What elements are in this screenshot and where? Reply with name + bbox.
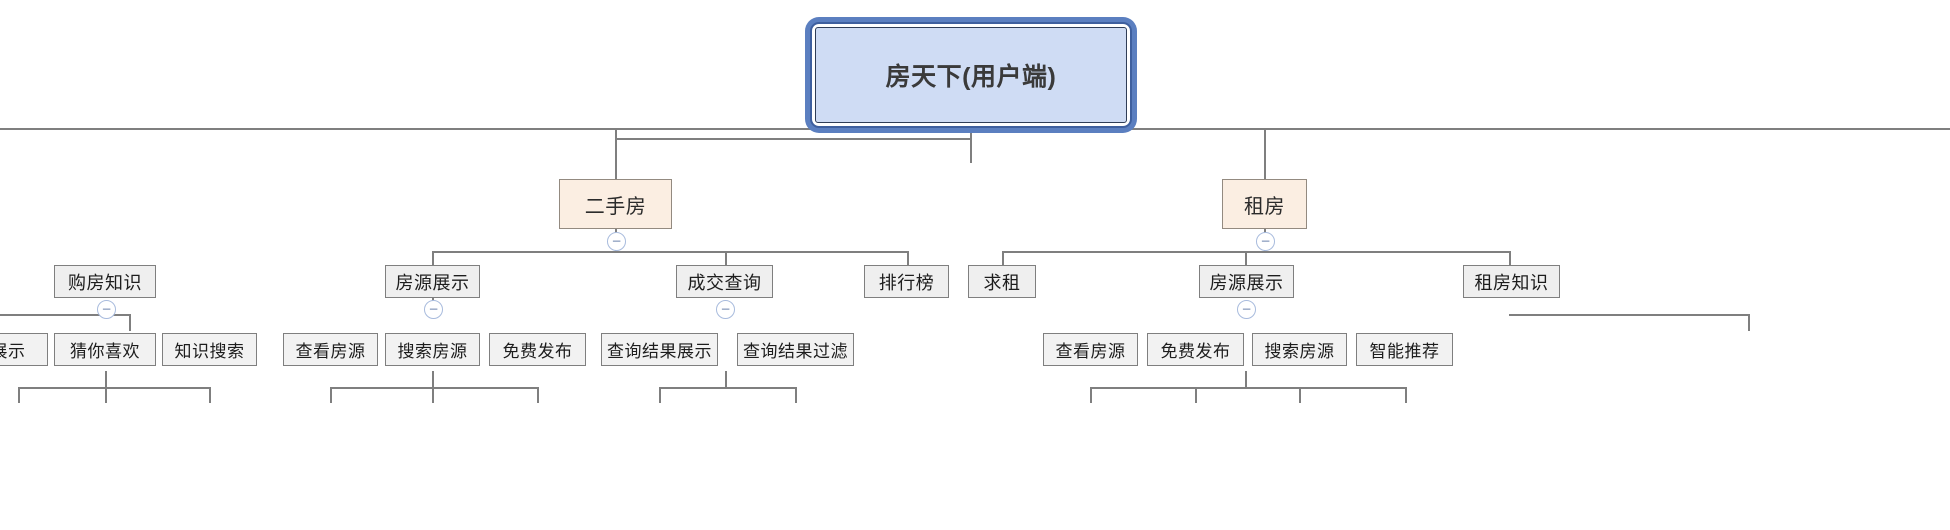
connector-chengjiao-stem [725,371,727,388]
node-qiuzu[interactable]: 求租 [968,265,1036,298]
node-goufangzhishi-label: 购房知识 [68,272,142,293]
toggle-zufang[interactable]: − [1256,232,1275,251]
connector-root-elbow [615,138,971,140]
connector-to-zufang [1264,128,1266,180]
connector-fangyuan1-down [432,371,434,388]
connector-leaf-sousuofangyuan-2 [1299,387,1301,403]
leaf-sousuofangyuan-ershoufang[interactable]: 搜索房源 [385,333,480,366]
minus-icon: − [720,301,731,316]
connector-leaf-mianfeifabu-1 [537,387,539,403]
connector-to-qiuzu [1002,251,1004,266]
leaf-chakanfangyuan-ershoufang[interactable]: 查看房源 [283,333,378,366]
connector-root-stem [970,127,972,163]
connector-to-ershoufang [615,128,617,180]
leaf-chaxunjieguozhanshi-label: 查询结果展示 [607,342,712,361]
node-zufang[interactable]: 租房 [1222,179,1307,229]
leaf-cainixihuan-label: 猜你喜欢 [70,342,140,361]
connector-to-fangyuanzhanshi-2 [1245,251,1247,266]
toggle-goufangzhishi[interactable]: − [97,300,116,319]
connector-leaf-zhishisousuo [209,387,211,403]
connector-leaf-mianfeifabu-2 [1195,387,1197,403]
leaf-chakanfangyuan-1-label: 查看房源 [295,342,366,361]
connector-to-paihangbang [907,251,909,266]
root-node[interactable]: 房天下(用户端) [810,22,1132,128]
connector-leaf-chaxunjieguoguolv [795,387,797,403]
leaf-zhishisousuo-label: 知识搜索 [174,342,245,361]
leaf-mianfeifabu-zufang[interactable]: 免费发布 [1147,333,1244,366]
node-fangyuanzhanshi-1-label: 房源展示 [395,272,470,293]
node-fangyuanzhanshi-2-label: 房源展示 [1209,272,1284,293]
leaf-zhanshi[interactable]: 展示 [0,333,48,366]
node-zufangzhishi[interactable]: 租房知识 [1463,265,1560,298]
leaf-mianfeifabu-1-label: 免费发布 [502,342,573,361]
node-qiuzu-label: 求租 [983,272,1021,293]
leaf-mianfeifabu-ershoufang[interactable]: 免费发布 [489,333,586,366]
connector-leaf-cainixihuan [105,387,107,403]
leaf-sousuofangyuan-1-label: 搜索房源 [397,342,468,361]
leaf-chakanfangyuan-2-label: 查看房源 [1055,342,1126,361]
connector-goufangzhishi-stem [105,371,107,388]
toggle-chengjiaochaxun[interactable]: − [716,300,735,319]
root-node-inner: 房天下(用户端) [815,27,1127,123]
node-paihangbang-label: 排行榜 [878,272,935,293]
connector-fangyuan2-stem [1245,371,1247,388]
leaf-sousuofangyuan-2-label: 搜索房源 [1264,342,1335,361]
connector-level3-bus-ershoufang [432,251,909,253]
leaf-zhinengtuijian[interactable]: 智能推荐 [1356,333,1453,366]
leaf-chaxunjieguoguolv[interactable]: 查询结果过滤 [737,333,854,366]
connector-bus-zufangzhishi [1509,314,1749,316]
connector-leaf-sousuofangyuan-1 [432,387,434,403]
toggle-fangyuanzhanshi-2[interactable]: − [1237,300,1256,319]
connector-to-goufangzhishi [129,314,131,331]
connector-leaf-zhinengtuijian [1405,387,1407,403]
leaf-cainixihuan[interactable]: 猜你喜欢 [54,333,156,366]
connector-drop-zufangzhishi [1748,314,1750,331]
minus-icon: − [428,301,439,316]
connector-leaf-chakanfangyuan-1 [330,387,332,403]
connector-leaf-chakanfangyuan-2 [1090,387,1092,403]
connector-leafbus-chengjiao [659,387,796,389]
connector-leaf-chaxunjieguozhanshi [659,387,661,403]
node-ershoufang[interactable]: 二手房 [559,179,672,229]
connector-leafbus-fangyuan2 [1090,387,1406,389]
connector-to-fangyuanzhanshi-1 [432,251,434,266]
node-zufang-label: 租房 [1244,195,1285,218]
minus-icon: − [101,301,112,316]
node-goufangzhishi[interactable]: 购房知识 [54,265,156,298]
leaf-chaxunjieguoguolv-label: 查询结果过滤 [743,342,848,361]
connector-level2-bus [0,128,1950,130]
node-paihangbang[interactable]: 排行榜 [864,265,949,298]
connector-leaf-zhanshi [18,387,20,403]
root-node-label: 房天下(用户端) [885,63,1057,91]
connector-level3-bus-zufang [1002,251,1510,253]
leaf-chaxunjieguozhanshi[interactable]: 查询结果展示 [601,333,718,366]
leaf-chakanfangyuan-zufang[interactable]: 查看房源 [1043,333,1138,366]
connector-leafbus-fangyuan1 [330,387,538,389]
toggle-ershoufang[interactable]: − [607,232,626,251]
minus-icon: − [1241,301,1252,316]
node-chengjiaochaxun-label: 成交查询 [687,272,762,293]
connector-level3-bus-left [0,314,130,316]
leaf-zhanshi-label: 展示 [0,342,26,361]
leaf-sousuofangyuan-zufang[interactable]: 搜索房源 [1252,333,1347,366]
minus-icon: − [611,233,622,248]
node-zufangzhishi-label: 租房知识 [1474,272,1549,293]
node-fangyuanzhanshi-ershoufang[interactable]: 房源展示 [385,265,480,298]
node-fangyuanzhanshi-zufang[interactable]: 房源展示 [1199,265,1294,298]
connector-to-zufangzhishi [1509,251,1511,266]
node-ershoufang-label: 二手房 [584,195,647,218]
minus-icon: − [1260,233,1271,248]
connector-to-chengjiaochaxun [725,251,727,266]
leaf-zhishisousuo[interactable]: 知识搜索 [162,333,257,366]
toggle-fangyuanzhanshi-1[interactable]: − [424,300,443,319]
leaf-mianfeifabu-2-label: 免费发布 [1160,342,1231,361]
node-chengjiaochaxun[interactable]: 成交查询 [676,265,773,298]
connector-leafbus-goufangzhishi [18,387,210,389]
leaf-zhinengtuijian-label: 智能推荐 [1369,342,1440,361]
